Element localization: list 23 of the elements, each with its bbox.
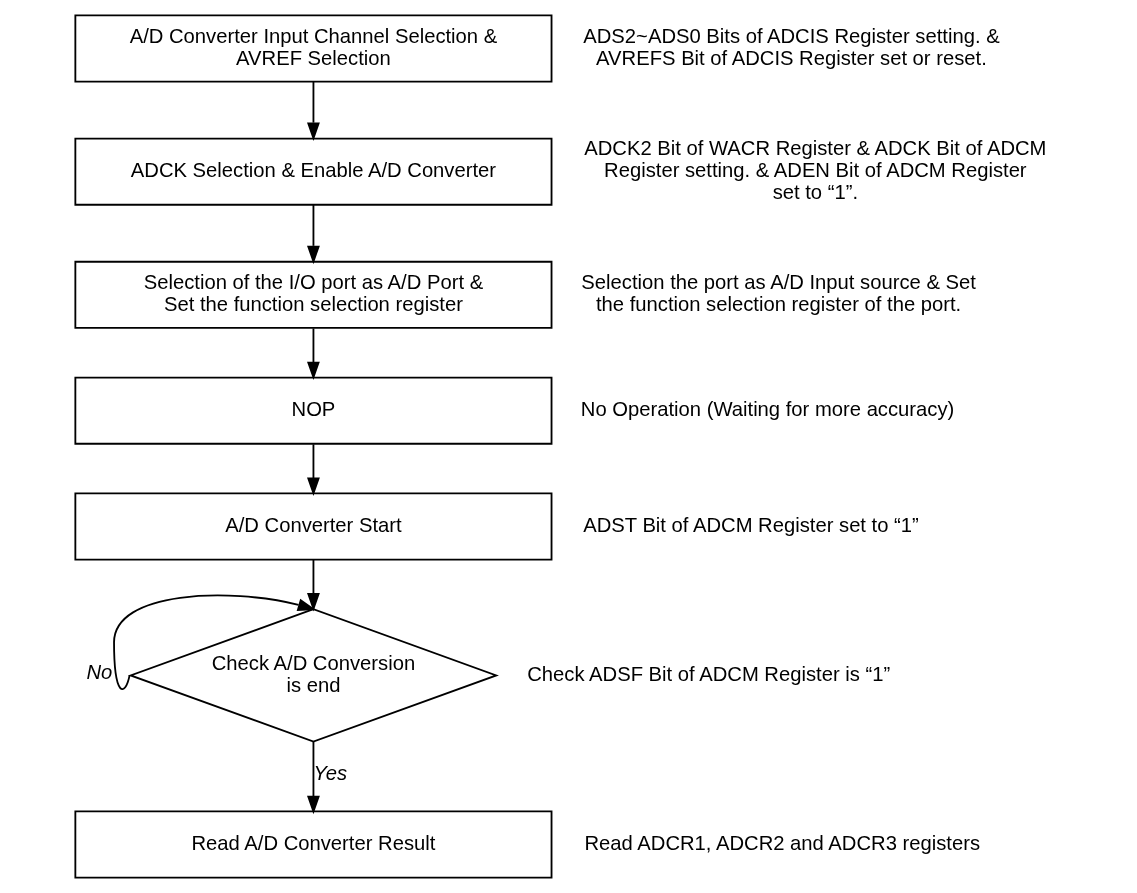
arrow xyxy=(306,443,320,496)
arrow xyxy=(112,594,316,690)
node-box: Read A/D Converter Result xyxy=(73,810,552,879)
node-diamond: Check A/D Conversion is end xyxy=(127,608,499,743)
edge-label: Yes xyxy=(312,761,347,784)
node-box: Selection of the I/O port as A/D Port & Set the function selection register xyxy=(73,260,552,329)
node-label: ADCK2 Bit of WACR Register & ADCK Bit of ADCM Register setting. & ADEN Bit of ADCM Register set to “1”. xyxy=(583,136,1046,203)
arrow xyxy=(306,203,320,265)
arrow xyxy=(306,740,320,815)
node-label: Read ADCR1, ADCR2 and ADCR3 registers xyxy=(583,831,980,854)
node-box: A/D Converter Input Channel Selection & AVREF Selection xyxy=(73,14,552,83)
node-label: No Operation (Waiting for more accuracy) xyxy=(580,397,954,420)
node-box: A/D Converter Start xyxy=(73,492,552,561)
node-label: ADST Bit of ADCM Register set to “1” xyxy=(582,513,919,536)
edge-label: No xyxy=(85,660,112,683)
node-box: ADCK Selection & Enable A/D Converter xyxy=(73,137,552,206)
node-box: NOP xyxy=(73,376,552,445)
node-label: ADS2~ADS0 Bits of ADCIS Register setting. & AVREFS Bit of ADCIS Register set or reset. xyxy=(582,24,1000,69)
arrow xyxy=(306,327,320,381)
node-label: Check ADSF Bit of ADCM Register is “1” xyxy=(526,662,890,685)
arrow xyxy=(306,558,320,612)
arrow xyxy=(306,80,320,141)
node-label: Selection the port as A/D Input source & Set the function selection register of the port. xyxy=(580,270,976,315)
